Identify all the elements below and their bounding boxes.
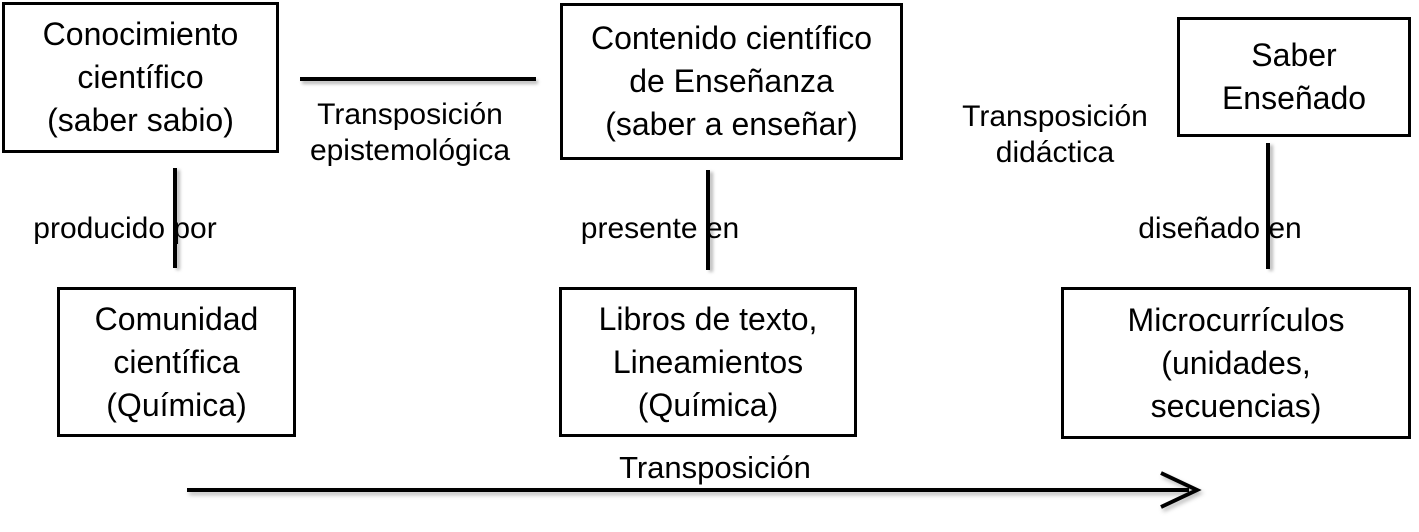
connector-line-epistemologica bbox=[300, 77, 536, 81]
box-saber-ensenado: Saber Enseñado bbox=[1177, 17, 1411, 137]
label-transposicion-didactica: Transposición didáctica bbox=[945, 99, 1165, 171]
box-conocimiento-cientifico: Conocimiento científico (saber sabio) bbox=[2, 2, 279, 153]
label-text-line: didáctica bbox=[995, 136, 1115, 169]
label-disenado-en: diseñado en bbox=[1138, 212, 1302, 245]
label-text-line: Transposición bbox=[317, 98, 503, 131]
label-producido-por: producido por bbox=[33, 212, 217, 245]
box-text-line: de Enseñanza bbox=[629, 63, 834, 99]
box-text-line: Saber bbox=[1251, 37, 1337, 73]
box-text-line: (Química) bbox=[637, 386, 779, 423]
box-text-line: Conocimiento bbox=[42, 16, 239, 52]
connector-line-presente-en bbox=[706, 170, 710, 270]
label-text-line: epistemológica bbox=[309, 134, 511, 167]
box-text-line: Lineamientos bbox=[612, 343, 804, 380]
connector-line-producido-por bbox=[173, 168, 177, 268]
box-text-line: científico bbox=[77, 59, 204, 95]
box-libros-de-texto: Libros de texto, Lineamientos (Química) bbox=[559, 287, 857, 437]
box-text-line: (saber sabio) bbox=[47, 102, 234, 138]
box-text-line: científica bbox=[113, 343, 240, 380]
label-transposicion-arrow: Transposición bbox=[619, 450, 811, 485]
box-contenido-cientifico: Contenido científico de Enseñanza (saber… bbox=[560, 3, 903, 160]
box-text-line: secuencias) bbox=[1150, 387, 1322, 424]
box-comunidad-cientifica: Comunidad científica (Química) bbox=[57, 287, 296, 437]
box-text-line: Comunidad bbox=[94, 300, 259, 337]
label-transposicion-epistemologica: Transposición epistemológica bbox=[285, 97, 535, 169]
label-text-line: Transposición bbox=[962, 100, 1148, 133]
box-text-line: Microcurrículos bbox=[1127, 301, 1345, 338]
connector-line-disenado-en bbox=[1266, 143, 1270, 269]
box-text-line: (unidades, bbox=[1161, 344, 1311, 381]
box-text-line: Libros de texto, bbox=[598, 300, 818, 337]
box-text-line: Contenido científico bbox=[590, 20, 873, 56]
box-microcurriculos: Microcurrículos (unidades, secuencias) bbox=[1061, 287, 1411, 439]
label-presente-en: presente en bbox=[580, 212, 740, 245]
box-text-line: Enseñado bbox=[1221, 80, 1367, 116]
transposicion-arrow-right-icon bbox=[187, 471, 1202, 509]
box-text-line: (saber a enseñar) bbox=[605, 106, 858, 142]
box-text-line: (Química) bbox=[106, 386, 247, 423]
